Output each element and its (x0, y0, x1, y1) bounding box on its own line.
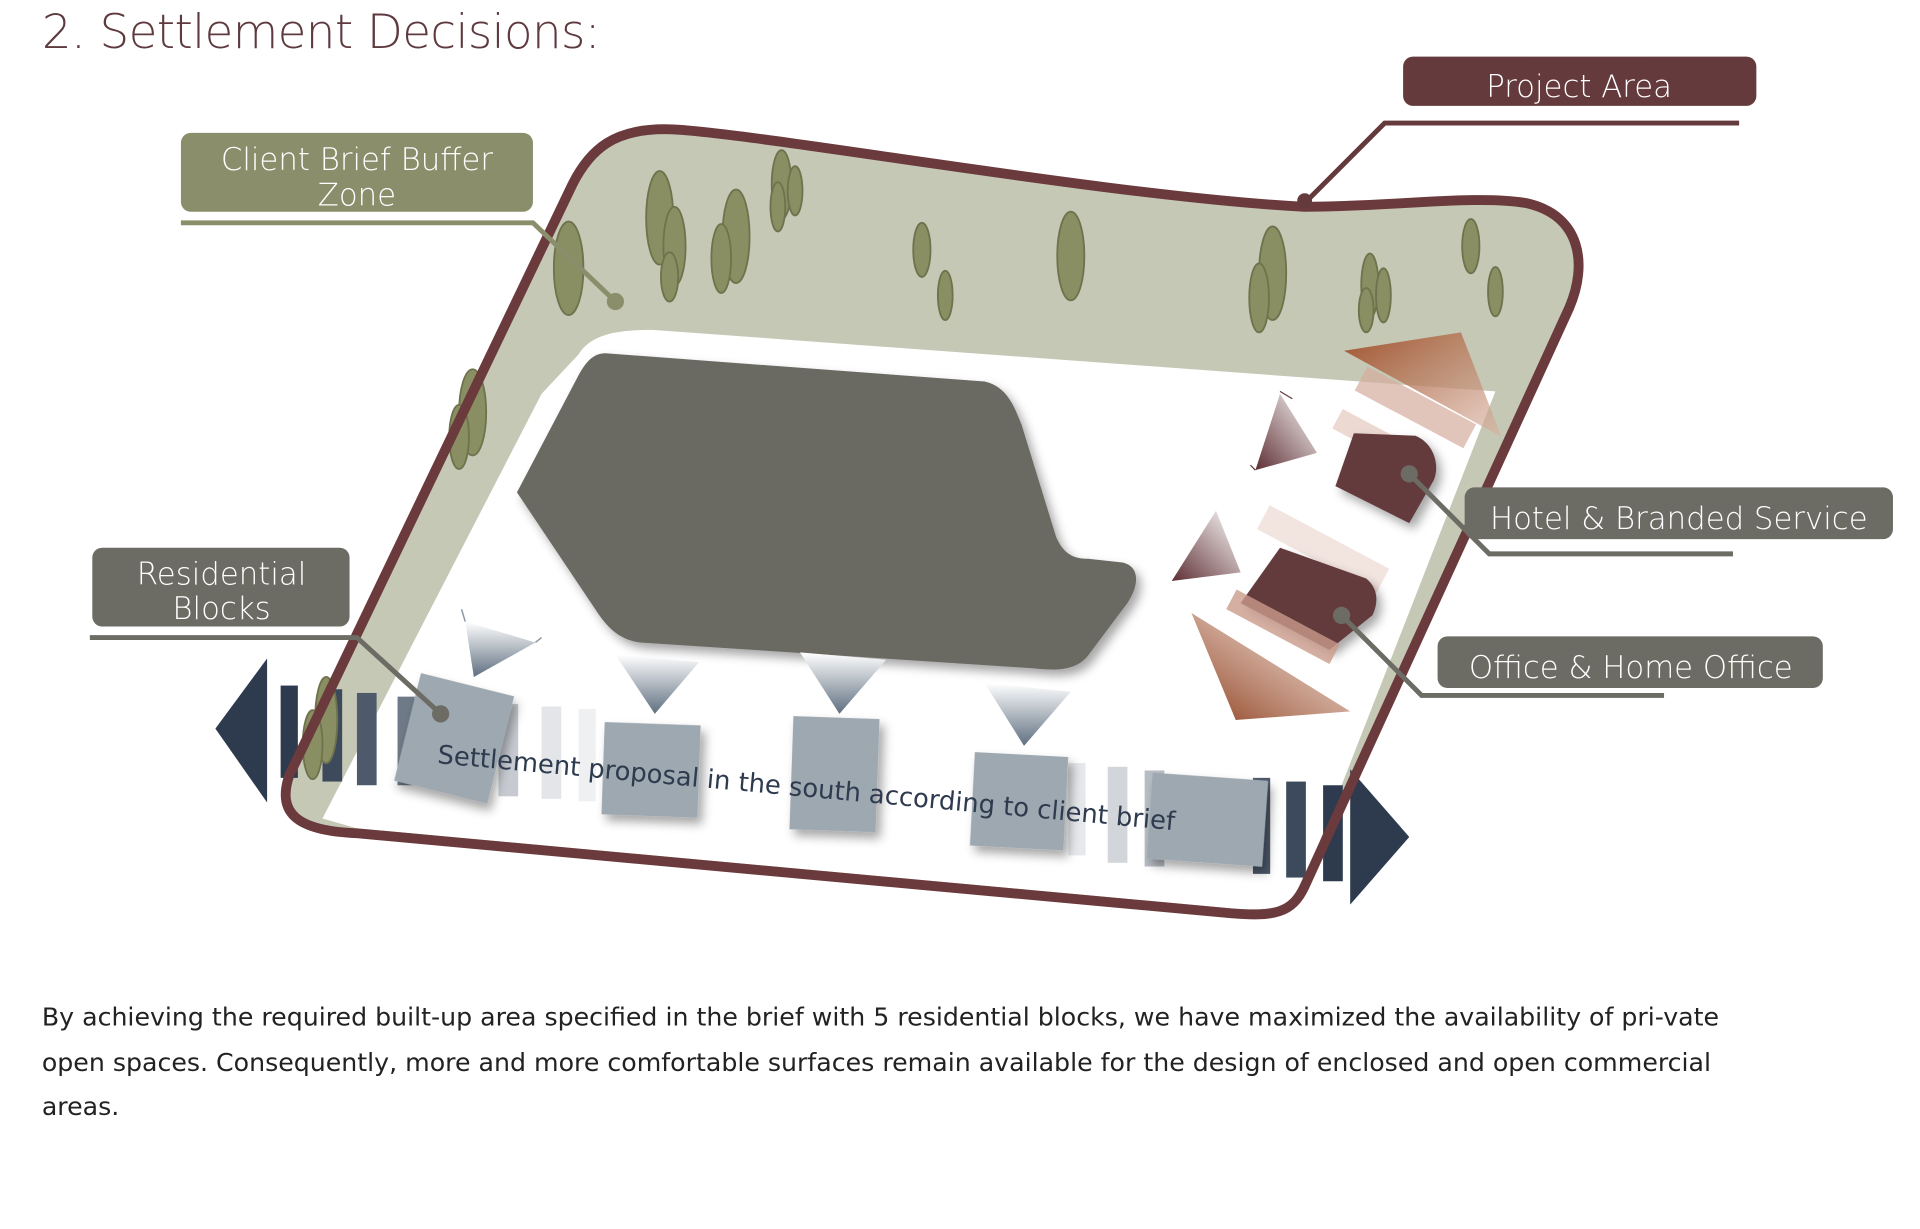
residential-blocks (394, 673, 1269, 867)
trees (301, 149, 1504, 781)
view-arrows (460, 609, 1071, 746)
tree-icon (660, 251, 680, 303)
tree-icon (710, 223, 733, 294)
commercial-zone (1171, 332, 1502, 721)
left-arrow-icon (215, 658, 268, 803)
label-buffer-zone-text-1: Client Brief Buffer (221, 142, 493, 178)
residential-block (601, 722, 701, 818)
tree-icon (769, 181, 787, 233)
tree-icon (1375, 267, 1392, 324)
project-area-boundary (280, 124, 1584, 920)
label-office: Office & Home Office (1437, 636, 1823, 689)
tree-icon (786, 165, 804, 217)
tree-icon (912, 221, 932, 278)
tree-icon (1248, 262, 1270, 334)
residential-block (394, 673, 515, 804)
label-buffer-zone-text-2: Zone (318, 178, 396, 214)
description-paragraph: By achieving the required built-up area … (41, 1001, 1720, 1122)
tree-icon (1461, 218, 1481, 275)
central-open-space (516, 353, 1137, 670)
site-plan-diagram: Settlement proposal in the south accordi… (89, 56, 1893, 920)
tree-icon (1357, 287, 1375, 334)
residential-block (969, 752, 1069, 851)
label-project-area-text: Project Area (1486, 69, 1672, 105)
label-buffer-zone: Client Brief Buffer Zone (180, 132, 533, 214)
label-hotel: Hotel & Branded Service (1464, 487, 1893, 540)
label-hotel-text: Hotel & Branded Service (1490, 501, 1868, 537)
label-office-text: Office & Home Office (1469, 650, 1793, 686)
label-residential-text-1: Residential (137, 557, 306, 593)
tree-icon (1056, 210, 1086, 302)
right-arrow-icon (1350, 769, 1410, 905)
hotel-building (1335, 433, 1437, 524)
tree-icon (1487, 266, 1504, 318)
tree-icon (936, 269, 954, 321)
office-building (1240, 547, 1377, 650)
label-project-area: Project Area (1403, 56, 1757, 106)
label-residential-blocks: Residential Blocks (92, 547, 350, 627)
residential-block (1146, 772, 1269, 867)
residential-block (789, 716, 880, 833)
label-residential-text-2: Blocks (172, 591, 270, 627)
page-title: 2. Settlement Decisions: (41, 4, 601, 60)
